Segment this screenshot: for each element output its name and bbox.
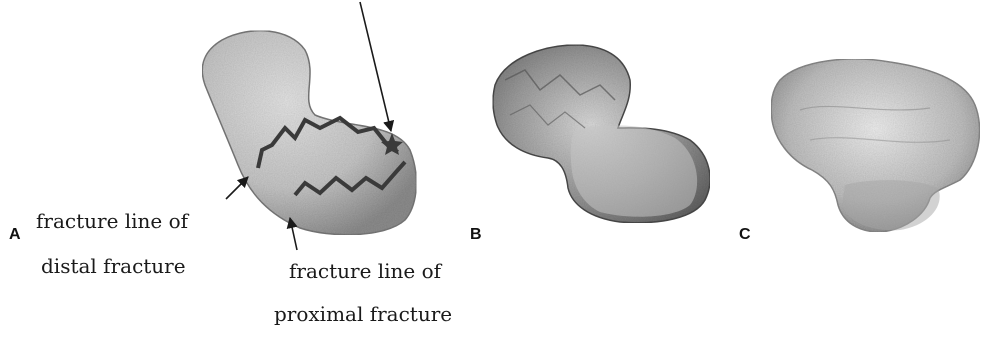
panel-label-a: A [9, 226, 21, 244]
panel-b-bone [493, 45, 710, 223]
distal-arrow [226, 177, 248, 199]
panel-c-bone [771, 59, 979, 232]
panel-a-bone [202, 31, 416, 235]
panel-label-c: C [739, 226, 751, 244]
proximal-label-line1: fracture line of [289, 259, 441, 283]
panel-label-b: B [470, 226, 482, 244]
pointer-arrow-top [360, 2, 391, 131]
distal-label-line2: distal fracture [41, 254, 186, 278]
proximal-label-line2: proximal fracture [274, 302, 452, 326]
distal-label-line1: fracture line of [36, 209, 188, 233]
